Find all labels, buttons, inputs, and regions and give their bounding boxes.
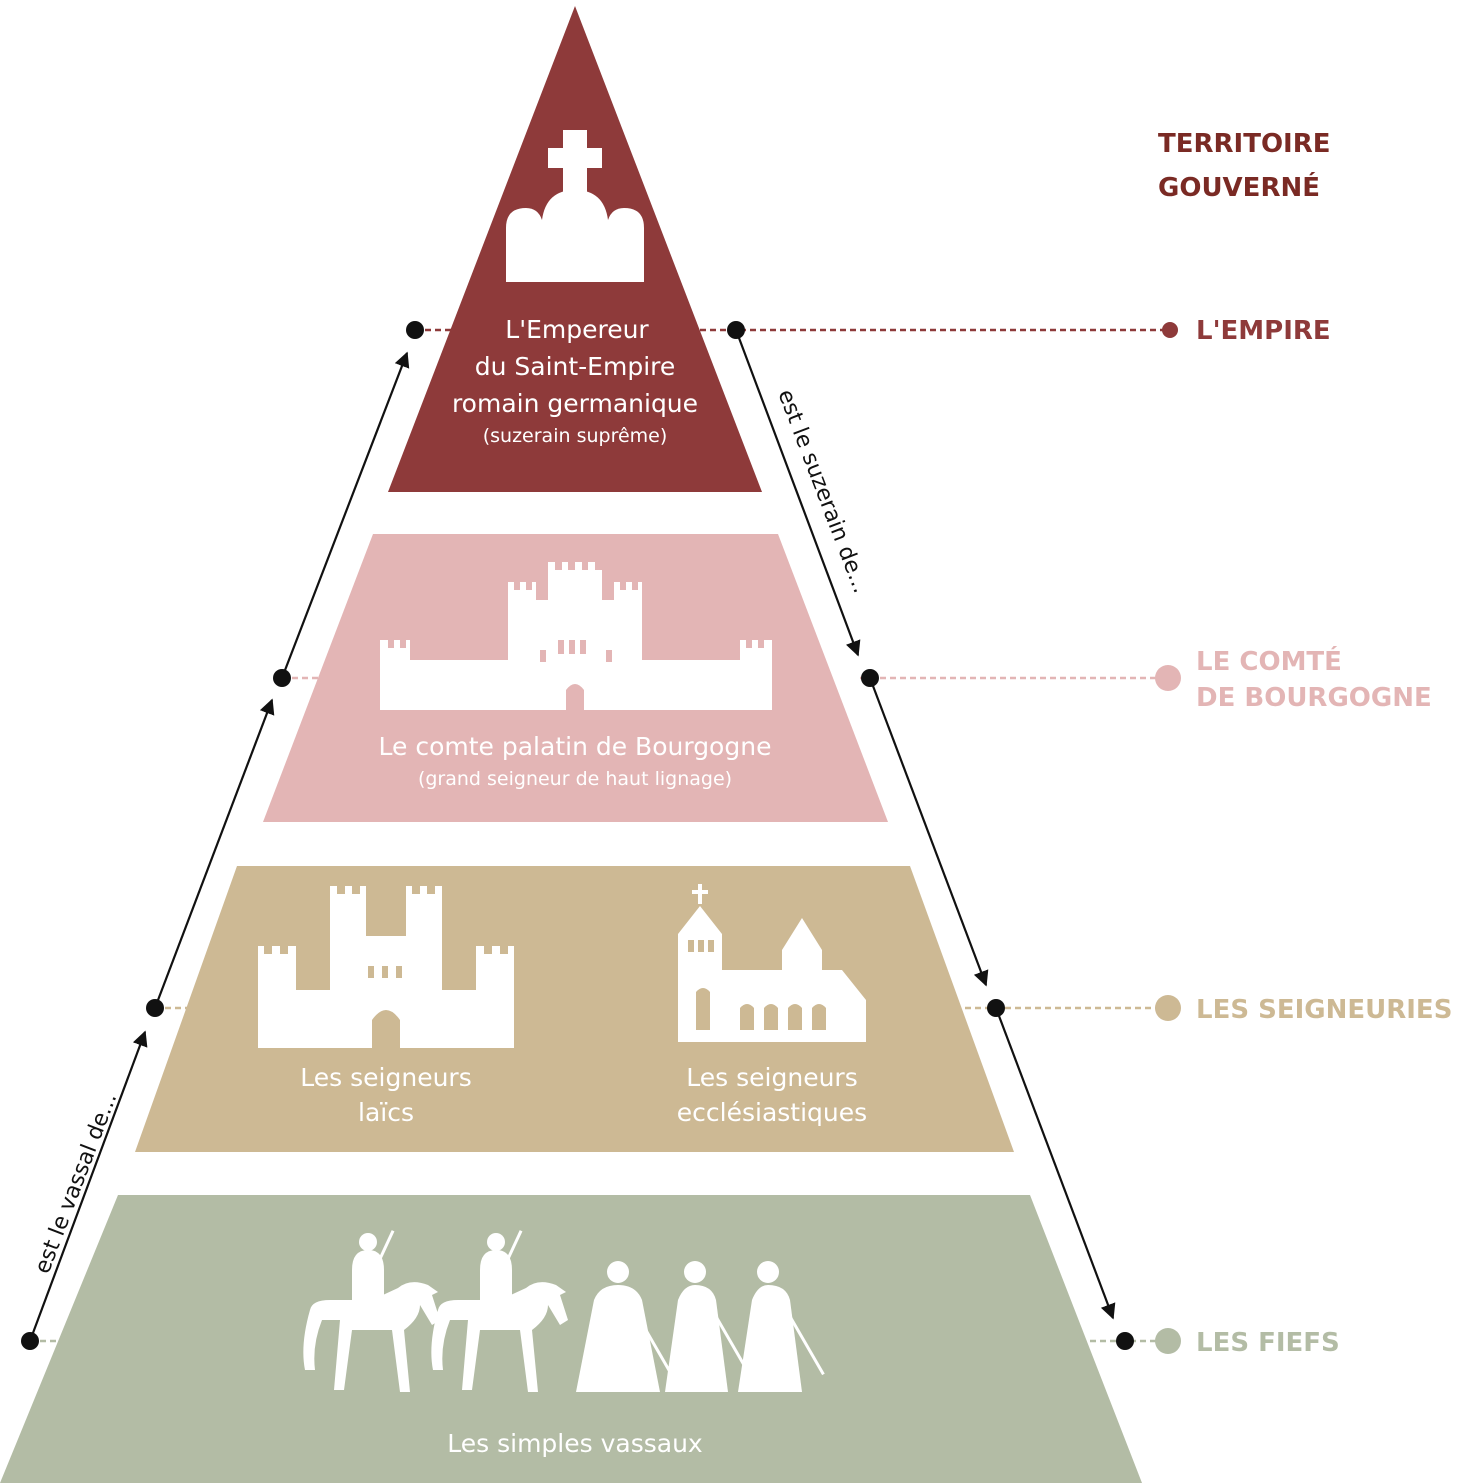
suzerain-arrow-2: [868, 677, 989, 987]
node-dot-comte-right: [861, 669, 879, 687]
node-dot-empire-left: [406, 321, 424, 339]
seigneurs-eccl-line1: Les seigneurs: [686, 1063, 857, 1092]
seigneurs-laics-line1: Les seigneurs: [300, 1063, 471, 1092]
heading-line2: GOUVERNÉ: [1158, 171, 1320, 203]
territory-seigneuries: LES SEIGNEURIES: [1196, 995, 1452, 1025]
church-windows: [688, 940, 826, 1030]
node-dot-seigneuries-left: [146, 999, 164, 1017]
tier-fiefs-shape: [0, 1195, 1142, 1483]
territory-bullet-fiefs: [1155, 1328, 1181, 1354]
node-dot-comte-left: [273, 669, 291, 687]
suzerain-arrow-3: [994, 1007, 1116, 1320]
empereur-sub: (suzerain suprême): [483, 425, 668, 447]
castle-door: [368, 966, 402, 1050]
node-dot-seigneuries-right: [987, 999, 1005, 1017]
territory-comte-line2: DE BOURGOGNE: [1196, 683, 1432, 713]
vassal-arrow-3: [280, 351, 410, 679]
comte-sub: (grand seigneur de haut lignage): [418, 768, 732, 790]
palace-castle-icon: [380, 562, 772, 710]
node-dot-empire-right: [727, 321, 745, 339]
territory-empire: L'EMPIRE: [1196, 316, 1331, 346]
territory-bullet-empire: [1162, 322, 1178, 338]
knights-icon: [303, 1230, 825, 1392]
empereur-line2: du Saint-Empire: [475, 352, 676, 381]
seigneurs-laics-line2: laïcs: [358, 1098, 414, 1127]
comte-main: Le comte palatin de Bourgogne: [379, 732, 772, 761]
suzerain-arrow-1: [734, 329, 861, 657]
heading-line1: TERRITOIRE: [1158, 129, 1331, 159]
territory-bullet-comte: [1155, 665, 1181, 691]
empereur-line1: L'Empereur: [505, 315, 649, 344]
node-dot-fiefs-left: [21, 1332, 39, 1350]
vassal-arrow-1: [28, 1030, 148, 1342]
territory-fiefs: LES FIEFS: [1196, 1328, 1340, 1358]
vassal-arrow-2: [153, 698, 275, 1009]
vassaux-main: Les simples vassaux: [447, 1429, 702, 1458]
territory-comte-line1: LE COMTÉ: [1196, 645, 1342, 677]
seigneurs-eccl-line2: ecclésiastiques: [677, 1098, 867, 1127]
empereur-line3: romain germanique: [452, 389, 698, 418]
territory-bullet-seigneuries: [1155, 995, 1181, 1021]
crown-icon: [506, 130, 644, 282]
node-dot-fiefs-right: [1116, 1332, 1134, 1350]
palace-castle-windows: [540, 640, 612, 712]
